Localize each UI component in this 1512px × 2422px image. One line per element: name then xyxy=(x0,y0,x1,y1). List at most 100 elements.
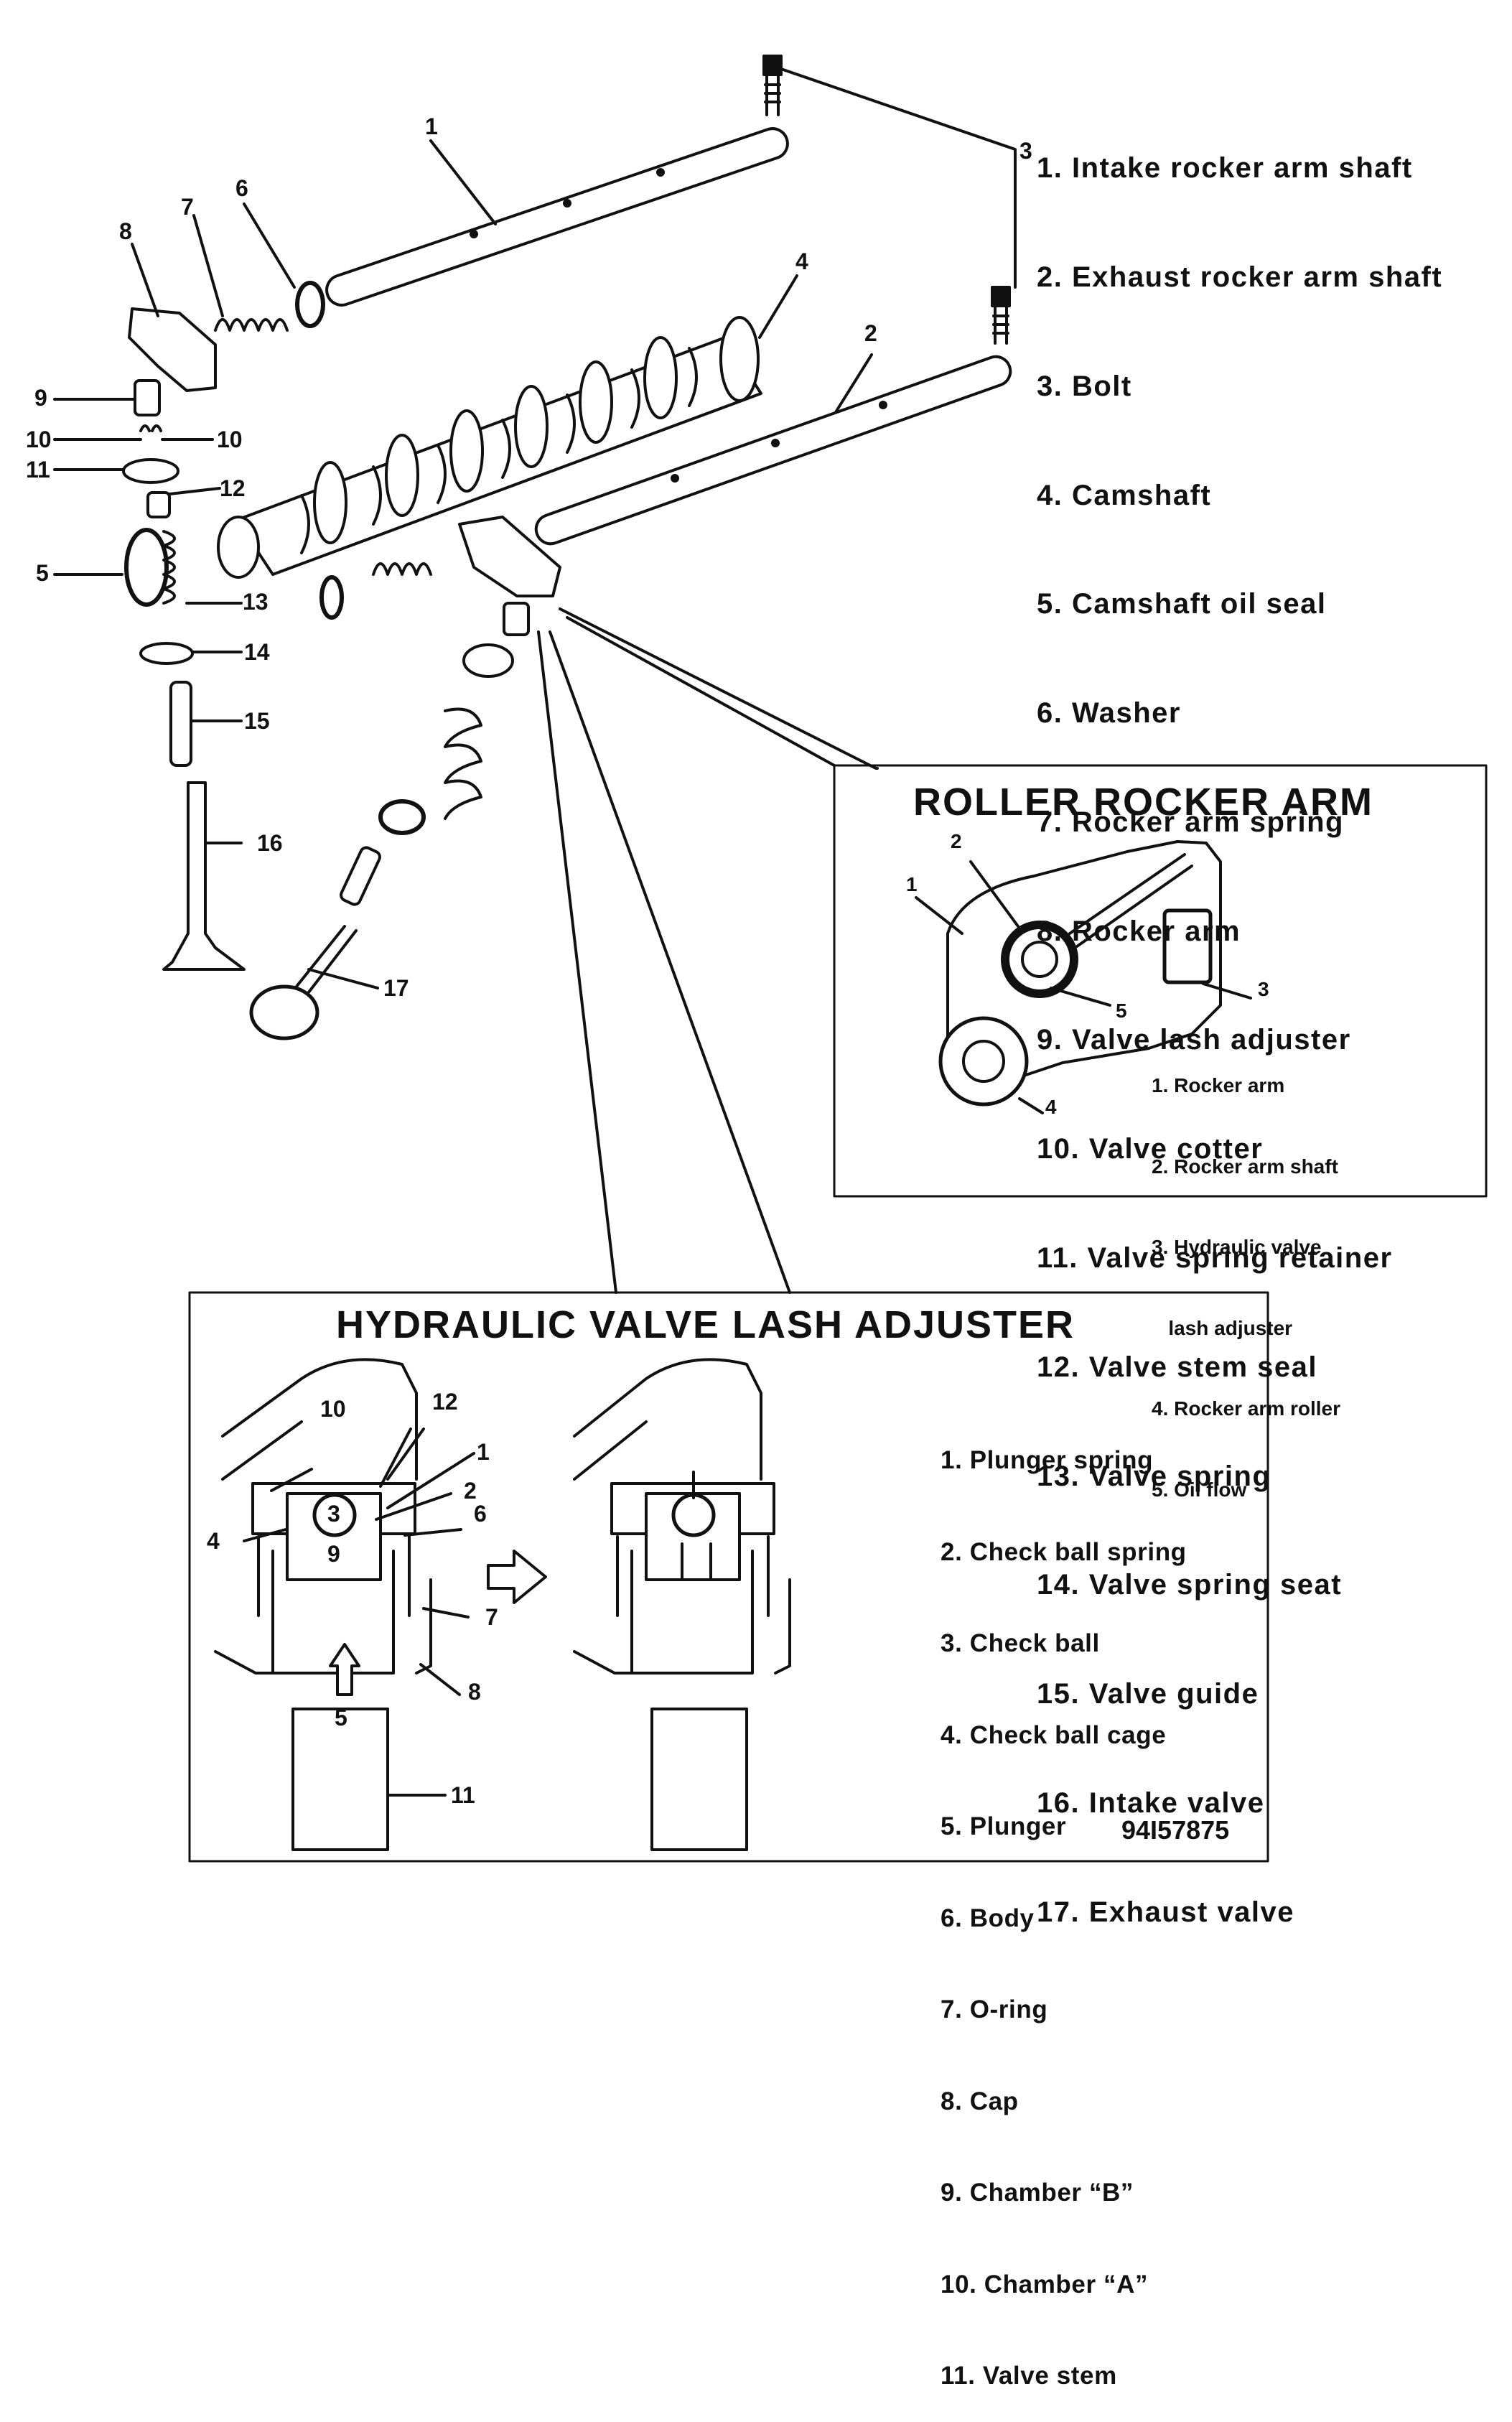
main-legend-item: 12. Valve stem seal xyxy=(1037,1351,1317,1383)
bolt-upper xyxy=(762,55,783,116)
hyd-callout-1: 1 xyxy=(477,1439,490,1465)
main-legend-item: 14. Valve spring seat xyxy=(1037,1569,1343,1601)
hyd-callout-3: 3 xyxy=(327,1501,340,1527)
hydraulic-legend-item: 3. Check ball xyxy=(941,1629,1100,1657)
main-legend-item: 9. Valve lash adjuster xyxy=(1037,1024,1351,1056)
main-legend-item: 2. Exhaust rocker arm shaft xyxy=(1037,261,1443,293)
main-legend-item: 1. Intake rocker arm shaft xyxy=(1037,152,1413,185)
figure-id: 94I57875 xyxy=(1121,1815,1230,1845)
exhaust-rocker-spring xyxy=(372,562,432,576)
main-legend-item: 11. Valve spring retainer xyxy=(1037,1242,1393,1274)
main-legend: 1. Intake rocker arm shaft 2. Exhaust ro… xyxy=(1037,78,1442,1967)
hyd-callout-9: 9 xyxy=(327,1541,340,1567)
hydraulic-legend-item: 2. Check ball spring xyxy=(941,1537,1187,1566)
main-legend-item: 13. Valve spring xyxy=(1037,1460,1271,1492)
roller-legend-item: 4. Rocker arm roller xyxy=(1152,1397,1341,1420)
camshaft xyxy=(217,316,762,579)
rocker-arm-spring xyxy=(214,318,289,332)
main-legend-item: 4. Camshaft xyxy=(1037,479,1212,511)
roller-callout-2: 2 xyxy=(951,830,962,852)
callout-8: 8 xyxy=(119,218,132,244)
exhaust-rocker-arm xyxy=(458,516,561,597)
main-legend-item: 3. Bolt xyxy=(1037,370,1132,402)
rocker-arm xyxy=(128,307,217,392)
hydraulic-legend-item: 1. Plunger spring xyxy=(941,1446,1154,1474)
main-legend-item: 8. Rocker arm xyxy=(1037,915,1241,947)
exploded-view-drawing xyxy=(53,55,1488,1863)
callout-10-left: 10 xyxy=(26,427,52,452)
callout-7: 7 xyxy=(181,194,194,220)
main-legend-item: 7. Rocker arm spring xyxy=(1037,806,1344,838)
roller-legend: 1. Rocker arm 2. Rocker arm shaft 3. Hyd… xyxy=(1152,1018,1340,1530)
hyd-callout-12: 12 xyxy=(432,1389,458,1415)
callout-15: 15 xyxy=(244,708,270,734)
bolt-lower xyxy=(991,286,1011,345)
main-legend-item: 10. Valve cotter xyxy=(1037,1133,1264,1165)
hydraulic-legend-item: 7. O-ring xyxy=(941,1995,1048,2023)
hydraulic-legend-item: 6. Body xyxy=(941,1904,1035,1932)
callout-11: 11 xyxy=(26,457,50,483)
hydraulic-legend-item: 9. Chamber “B” xyxy=(941,2179,1134,2207)
hyd-callout-8: 8 xyxy=(468,1679,481,1705)
callout-13: 13 xyxy=(243,589,269,615)
roller-legend-item: 5. Oil flow xyxy=(1152,1478,1247,1501)
callout-12: 12 xyxy=(220,475,246,501)
hydraulic-legend-item: 10. Chamber “A” xyxy=(941,2270,1149,2298)
washer xyxy=(295,281,325,328)
valve-lash-adjuster xyxy=(134,379,161,416)
main-legend-item: 16. Intake valve xyxy=(1037,1787,1265,1819)
hydraulic-legend-item: 5. Plunger xyxy=(941,1812,1067,1840)
callout-9: 9 xyxy=(34,385,47,411)
hydraulic-legend: 1. Plunger spring 2. Check ball spring 3… xyxy=(941,1384,1187,2422)
exhaust-valve-spring xyxy=(444,707,482,820)
hydraulic-legend-item: 4. Check ball cage xyxy=(941,1720,1167,1749)
callout-2: 2 xyxy=(864,320,877,346)
roller-rocker-arm-title: ROLLER ROCKER ARM xyxy=(913,781,1373,824)
callout-4: 4 xyxy=(795,248,808,274)
valve-spring-retainer xyxy=(122,458,179,484)
callout-10-right: 10 xyxy=(217,427,243,452)
main-legend-item: 6. Washer xyxy=(1037,697,1181,730)
hyd-callout-4: 4 xyxy=(207,1528,220,1554)
transition-arrow xyxy=(487,1550,547,1604)
hyd-callout-6: 6 xyxy=(474,1501,487,1527)
callout-6: 6 xyxy=(235,175,248,201)
hyd-callout-5: 5 xyxy=(335,1705,347,1731)
camshaft-oil-seal xyxy=(124,528,169,607)
hydraulic-valve-lash-adjuster-title: HYDRAULIC VALVE LASH ADJUSTER xyxy=(336,1303,1075,1346)
hydraulic-valve-lash-adjuster-panel xyxy=(188,1291,1269,1863)
main-legend-item: 15. Valve guide xyxy=(1037,1678,1259,1710)
exhaust-valve-guide xyxy=(340,846,381,906)
roller-legend-item: lash adjuster xyxy=(1152,1316,1293,1339)
roller-rocker-arm-drawing xyxy=(915,840,1252,1114)
callout-5: 5 xyxy=(36,560,49,586)
exhaust-spring-seat xyxy=(378,799,426,835)
roller-callout-3: 3 xyxy=(1258,978,1269,1000)
roller-callout-4: 4 xyxy=(1045,1096,1057,1118)
exhaust-valve-head xyxy=(249,984,319,1040)
exhaust-retainer xyxy=(462,643,514,678)
callout-3: 3 xyxy=(1019,138,1032,164)
roller-legend-item: 2. Rocker arm shaft xyxy=(1152,1155,1338,1178)
roller-legend-item: 1. Rocker arm xyxy=(1152,1074,1285,1096)
roller-callout-5: 5 xyxy=(1116,1000,1127,1022)
callout-14: 14 xyxy=(244,639,270,665)
valve-spring xyxy=(162,530,176,605)
exhaust-rocker-arm-shaft xyxy=(534,355,1012,546)
hyd-callout-10: 10 xyxy=(320,1396,346,1422)
roller-callout-1: 1 xyxy=(906,873,918,895)
hyd-callout-11: 11 xyxy=(451,1782,475,1808)
valve-guide xyxy=(169,681,192,767)
lash-adjuster-right-drawing xyxy=(573,1358,791,1851)
valve-cotters xyxy=(139,424,162,432)
valve-spring-seat xyxy=(139,642,194,665)
lash-adjuster-left-drawing xyxy=(214,1358,475,1851)
exhaust-lash-adjuster xyxy=(503,602,530,636)
intake-rocker-arm-shaft xyxy=(325,127,789,307)
roller-rocker-arm-panel xyxy=(833,764,1488,1198)
callout-17: 17 xyxy=(383,975,409,1001)
main-legend-item: 5. Camshaft oil seal xyxy=(1037,588,1327,620)
valve-stem-seal xyxy=(146,491,171,518)
callout-16: 16 xyxy=(257,830,283,856)
hyd-callout-7: 7 xyxy=(485,1604,498,1630)
